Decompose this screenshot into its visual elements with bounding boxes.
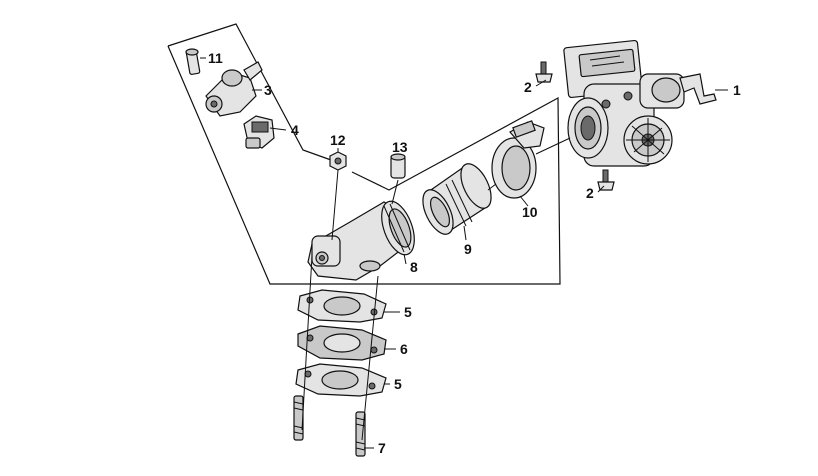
callout-4: 4: [291, 122, 299, 138]
callout-2-upper: 2: [524, 79, 532, 95]
gasket-lower: [295, 363, 387, 397]
callout-5-lower: 5: [394, 376, 402, 392]
sensor-valve: [205, 61, 263, 117]
callout-3: 3: [264, 82, 272, 98]
mounting-screw-lower: [597, 169, 615, 191]
assembly-group-frame: [167, 23, 561, 285]
callout-1: 1: [733, 82, 741, 98]
callout-5-upper: 5: [404, 304, 412, 320]
throttle-body: [563, 39, 717, 167]
callout-9: 9: [464, 241, 472, 257]
connector-sensor: [243, 115, 275, 149]
callout-13: 13: [392, 139, 408, 155]
callout-11: 11: [208, 50, 223, 66]
stud-bolt-right: [355, 411, 366, 457]
sleeve-collar: [390, 153, 406, 179]
callout-12: 12: [330, 132, 346, 148]
callout-8: 8: [410, 259, 418, 275]
small-bolt: [185, 48, 201, 75]
callout-2-lower: 2: [586, 185, 594, 201]
intake-manifold: [307, 200, 415, 281]
rubber-boot: [422, 163, 492, 235]
leader-lines: [200, 57, 728, 449]
gasket-upper: [297, 289, 387, 323]
spacer-plate: [297, 325, 387, 361]
callout-10: 10: [522, 204, 538, 220]
alignment-guides: [301, 137, 571, 441]
hose-clamp: [491, 120, 545, 199]
callout-6: 6: [400, 341, 408, 357]
stud-bolt-left: [293, 395, 304, 441]
mounting-screw-upper: [535, 61, 553, 83]
callout-7: 7: [378, 440, 386, 456]
hex-nut: [329, 151, 347, 171]
